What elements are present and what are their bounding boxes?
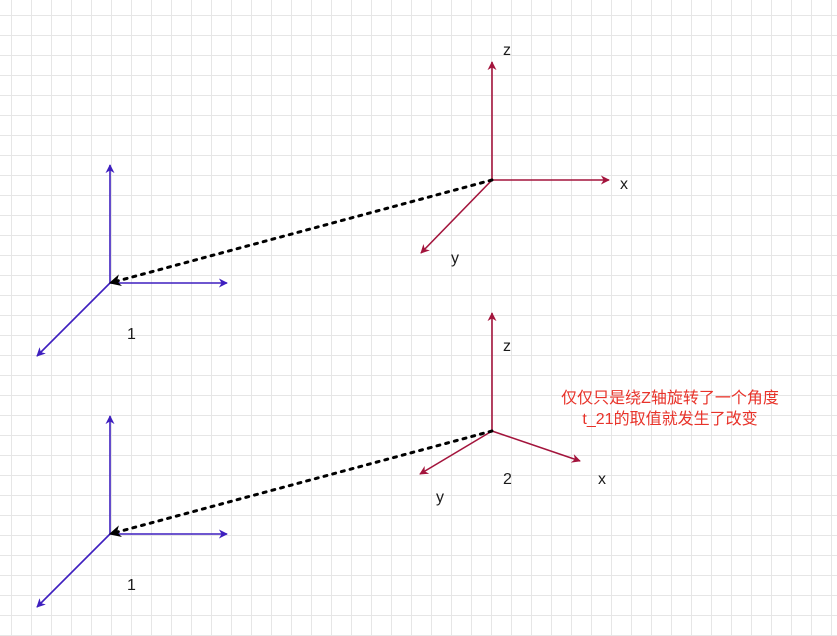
top-frame1-axes xyxy=(36,164,228,357)
rotation-note: 仅仅只是绕Z轴旋转了一个角度 t_21的取值就发生了改变 xyxy=(520,388,820,430)
bottom-frame2-y-axis xyxy=(419,430,493,475)
bottom-frame2-y-label: y xyxy=(436,489,444,506)
top-frame2-y-axis xyxy=(420,179,493,254)
top-frame2-axes xyxy=(420,61,610,254)
top-frame1-y-axis xyxy=(36,282,111,357)
top-frame2-x-label: x xyxy=(620,176,628,193)
rotation-note-line2: t_21的取值就发生了改变 xyxy=(582,411,758,428)
bottom-frame2-x-axis xyxy=(491,430,581,463)
top-frame2-z-label: z xyxy=(503,42,511,59)
bottom-frame2-label: 2 xyxy=(503,471,512,488)
bottom-frame2-z-label: z xyxy=(503,338,511,355)
rotation-note-line1: 仅仅只是绕Z轴旋转了一个角度 xyxy=(561,390,779,407)
top-frame1-label: 1 xyxy=(127,326,136,343)
bottom-frame2-axes xyxy=(419,312,581,475)
bottom-frame2-x-label: x xyxy=(598,471,606,488)
bottom-frame1-axes xyxy=(36,415,228,608)
bottom-frame1-y-axis xyxy=(36,533,111,608)
bottom-translation-connector xyxy=(108,429,494,537)
top-frame2-y-label: y xyxy=(451,250,459,267)
bottom-frame1-label: 1 xyxy=(127,577,136,594)
top-translation-connector xyxy=(108,178,494,286)
